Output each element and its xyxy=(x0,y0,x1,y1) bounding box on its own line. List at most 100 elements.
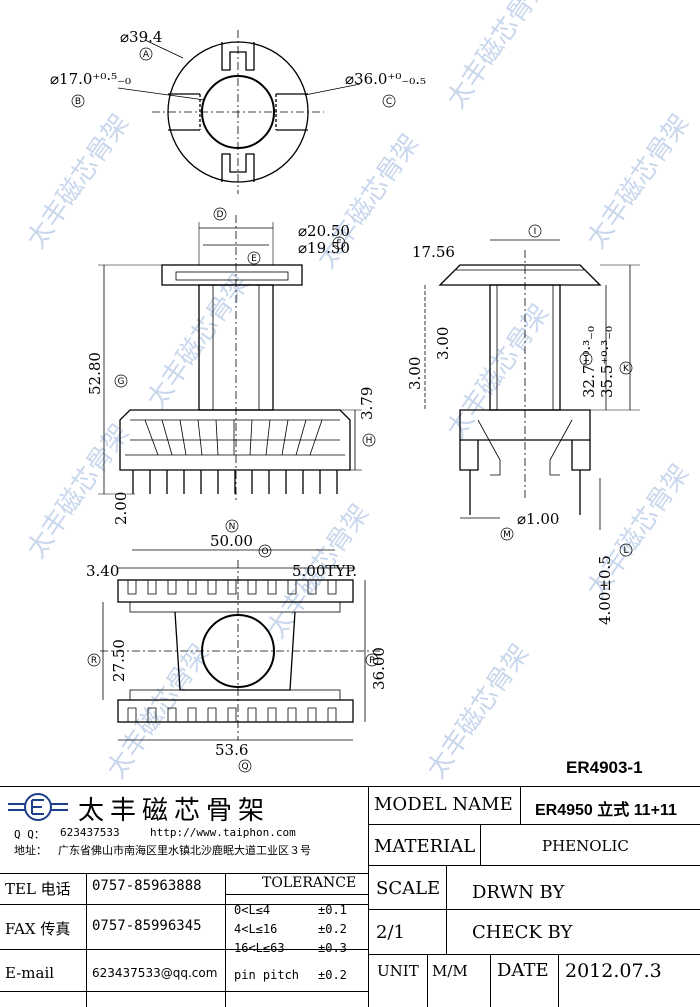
dim-P: 36.00 xyxy=(370,647,388,690)
email-address[interactable]: 623437533@qq.com xyxy=(92,966,218,980)
ref-A: A xyxy=(139,47,153,61)
ref-N: N xyxy=(225,519,239,533)
svg-text:P: P xyxy=(369,656,375,666)
qq-number: 623437533 xyxy=(60,826,120,839)
dim-edge: 3.40 xyxy=(86,562,119,580)
dim-K: 35.5⁺⁰·³₋₀ xyxy=(598,326,616,398)
ref-D: D xyxy=(213,207,227,221)
tolerance-value-1: ±0.1 xyxy=(318,903,347,917)
tolerance-value-2: ±0.2 xyxy=(318,922,347,936)
company-name: 太丰磁芯骨架 xyxy=(78,796,271,826)
tolerance-value-3: ±0.3 xyxy=(318,941,347,955)
reference-markers: A B C D E F G H I J K L M N O P Q R xyxy=(71,47,633,773)
email-label: E-mail xyxy=(5,964,55,982)
ref-C: C xyxy=(382,94,396,108)
svg-text:A: A xyxy=(143,50,150,60)
side-view xyxy=(424,239,640,530)
watermark: 太丰磁芯骨架 xyxy=(441,0,555,114)
model-name-value: ER4950 立式 11+11 xyxy=(535,802,677,819)
svg-text:J: J xyxy=(584,355,588,365)
ref-R: R xyxy=(87,653,101,667)
dim-E: ⌀19.50 xyxy=(298,239,350,257)
dim-C: ⌀36.0⁺⁰₋₀.₅ xyxy=(345,70,426,88)
watermark: 太丰磁芯骨架 xyxy=(21,109,135,254)
ref-O: O xyxy=(258,544,272,558)
check-by-label: CHECK BY xyxy=(472,922,573,943)
svg-text:R: R xyxy=(91,656,97,666)
svg-text:G: G xyxy=(118,377,125,387)
title-block: 太丰磁芯骨架 Q Q： 623437533 http://www.taiphon… xyxy=(0,786,700,1007)
front-view xyxy=(98,215,362,500)
dim-I: 17.56 xyxy=(412,243,455,261)
svg-text:H: H xyxy=(366,436,373,446)
watermark: 太丰磁芯骨架 xyxy=(141,269,255,414)
ref-E: E xyxy=(247,251,261,265)
ref-P: P xyxy=(365,653,379,667)
svg-text:C: C xyxy=(386,97,392,107)
svg-text:F: F xyxy=(336,239,341,249)
tolerance-value-4: ±0.2 xyxy=(318,968,347,982)
scale-label: SCALE xyxy=(376,878,441,899)
dim-wall1: 3.00 xyxy=(434,327,452,360)
svg-text:Q: Q xyxy=(241,762,248,772)
dim-base: 2.00 xyxy=(112,492,130,525)
material-label: MATERIAL xyxy=(374,836,476,857)
qq-label: Q Q： xyxy=(14,828,45,841)
top-view xyxy=(117,30,361,194)
svg-text:D: D xyxy=(217,210,224,220)
website[interactable]: http://www.taiphon.com xyxy=(150,826,296,839)
svg-text:K: K xyxy=(623,364,630,374)
tolerance-range-1: 0<L≤4 xyxy=(234,903,271,917)
dim-A: ⌀39.4 xyxy=(120,28,162,46)
ref-G: G xyxy=(114,374,128,388)
ref-L: L xyxy=(619,543,633,557)
ref-B: B xyxy=(71,94,85,108)
address-label: 地址： xyxy=(14,844,47,857)
tolerance-range-4: pin pitch xyxy=(234,968,300,982)
dim-D: ⌀20.50 xyxy=(298,222,350,240)
date-label: DATE xyxy=(497,960,549,981)
ref-I: I xyxy=(528,224,542,238)
technical-drawing: 太丰磁芯骨架 太丰磁芯骨架 太丰磁芯骨架 太丰磁芯骨架 太丰磁芯骨架 太丰磁芯骨… xyxy=(21,0,695,784)
unit-label: UNIT xyxy=(377,962,419,980)
model-name-label: MODEL NAME xyxy=(374,794,513,815)
company-logo-icon xyxy=(8,793,68,821)
dim-M: ⌀1.00 xyxy=(517,510,559,528)
dim-O: 5.00TYP. xyxy=(292,562,357,580)
tolerance-title: TOLERANCE xyxy=(262,875,357,891)
svg-text:E: E xyxy=(251,254,257,264)
address: 广东省佛山市南海区里水镇北沙鹿眠大道工业区３号 xyxy=(58,844,311,857)
ref-F: F xyxy=(332,236,346,250)
unit-value: M/M xyxy=(432,962,468,980)
dim-B: ⌀17.0⁺⁰·⁵₋₀ xyxy=(50,70,131,88)
dim-wall2: 3.00 xyxy=(406,357,424,390)
dim-L: 4.00±0.5 xyxy=(596,555,614,625)
dim-N: 50.00 xyxy=(210,532,253,550)
material-value: PHENOLIC xyxy=(542,837,629,855)
svg-text:I: I xyxy=(534,227,537,237)
dim-R: 27.50 xyxy=(110,639,128,682)
tolerance-range-2: 4<L≤16 xyxy=(234,922,278,936)
bottom-view xyxy=(100,549,380,741)
dim-Q: 53.6 xyxy=(215,741,248,759)
scale-value: 2/1 xyxy=(376,922,405,943)
dim-G: 52.80 xyxy=(86,352,104,395)
tolerance-range-3: 16<L≤63 xyxy=(234,941,285,955)
svg-text:O: O xyxy=(261,547,268,557)
dimension-labels: ⌀39.4 ⌀17.0⁺⁰·⁵₋₀ ⌀36.0⁺⁰₋₀.₅ ⌀20.50 ⌀19… xyxy=(50,28,616,759)
dim-H: 3.79 xyxy=(358,387,376,420)
watermark: 太丰磁芯骨架 xyxy=(581,109,695,254)
drawn-by-label: DRWN BY xyxy=(472,882,565,903)
ref-Q: Q xyxy=(238,759,252,773)
watermark: 太丰磁芯骨架 xyxy=(441,299,555,444)
ref-K: K xyxy=(619,361,633,375)
svg-text:N: N xyxy=(229,522,236,532)
fax-label: FAX 传真 xyxy=(5,920,71,938)
svg-text:L: L xyxy=(623,546,628,556)
date-value: 2012.07.3 xyxy=(565,960,662,982)
part-number: ER4903-1 xyxy=(566,758,643,777)
watermark: 太丰磁芯骨架 xyxy=(421,639,535,784)
ref-M: M xyxy=(500,527,514,541)
svg-text:M: M xyxy=(503,530,511,540)
watermark: 太丰磁芯骨架 xyxy=(21,419,135,564)
